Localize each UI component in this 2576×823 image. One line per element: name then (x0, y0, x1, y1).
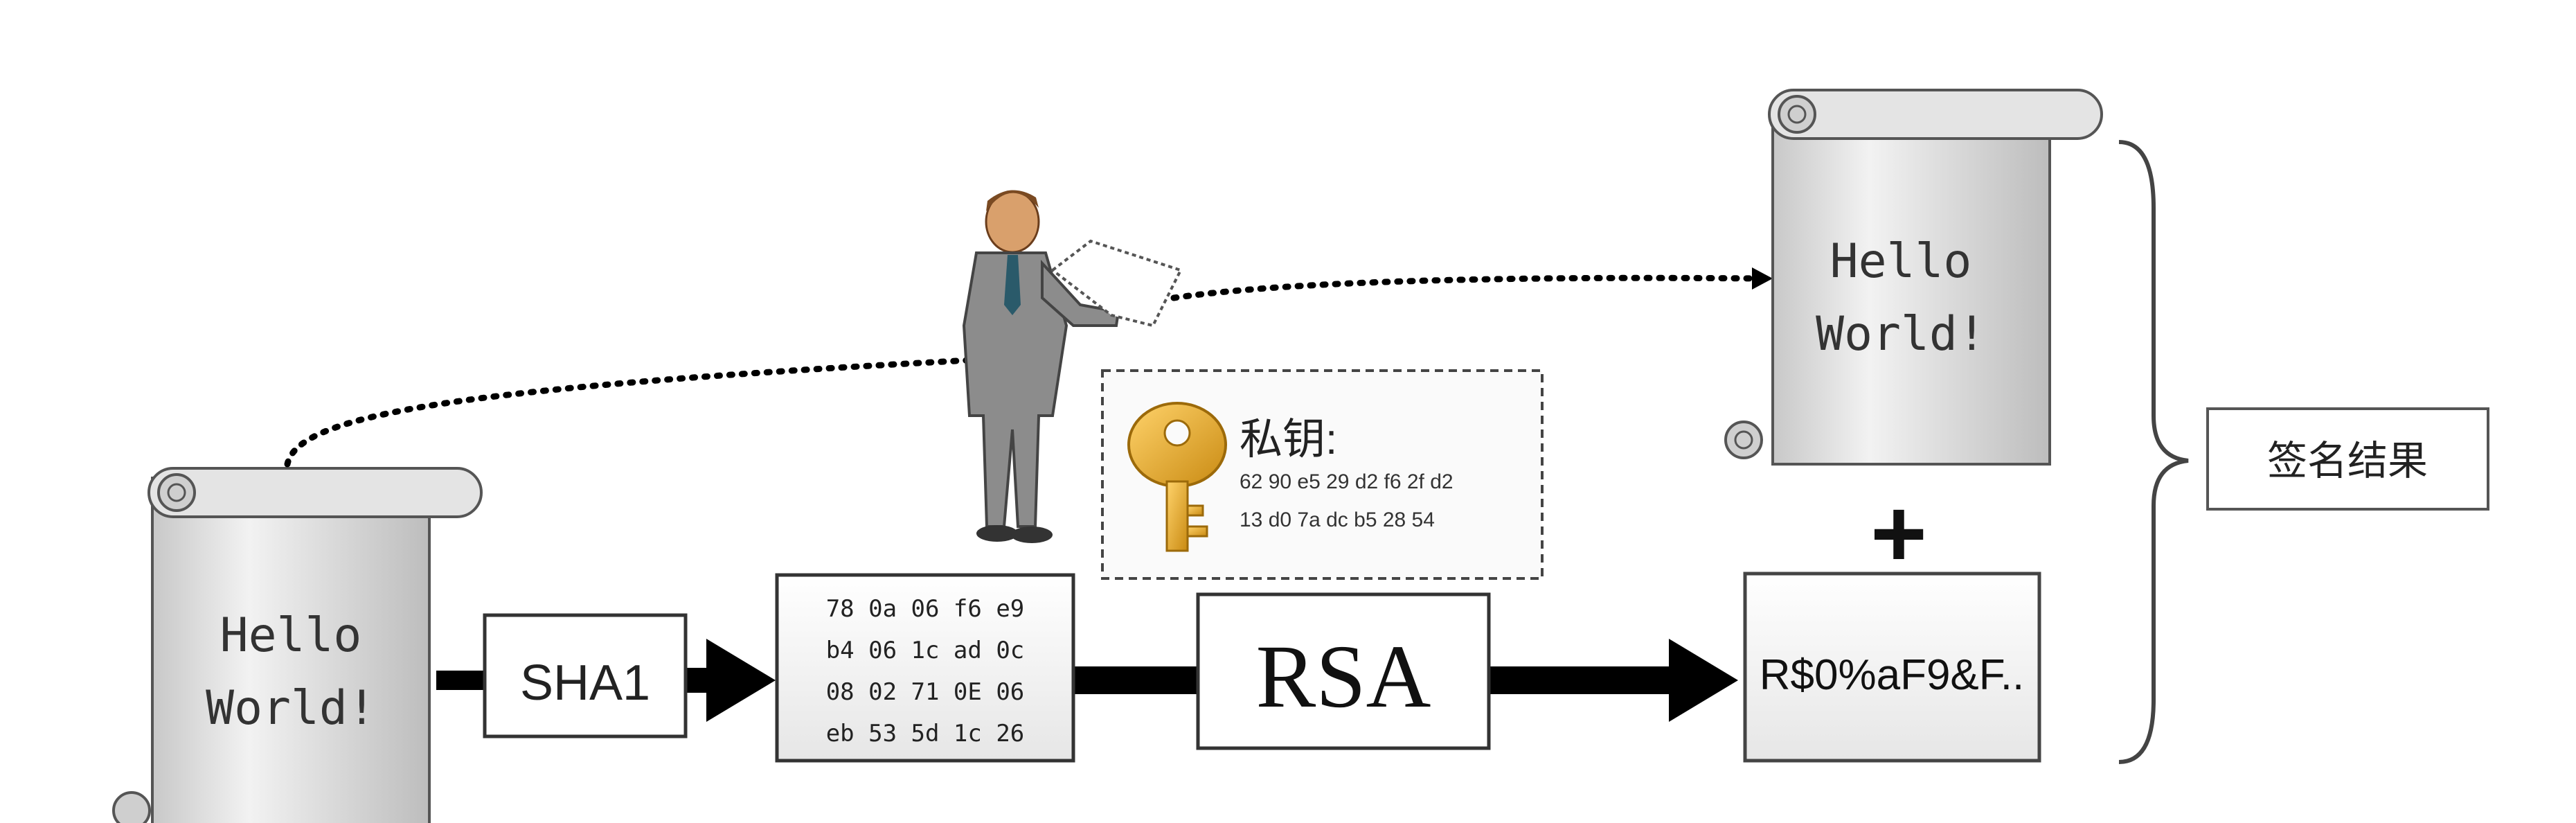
right-scroll-line1: Hello (1830, 234, 1972, 289)
private-key-box: 私钥: 62 90 e5 29 d2 f6 2f d2 13 d0 7a dc … (1101, 369, 1544, 580)
digest-row: eb 53 5d 1c 26 (826, 720, 1025, 747)
sha1-box: SHA1 (483, 613, 688, 738)
left-scroll-line2: World! (206, 681, 376, 736)
digest-box: 78 0a 06 f6 e9 b4 06 1c ad 0c 08 02 71 0… (775, 573, 1075, 763)
result-label-box: 签名结果 (2206, 407, 2489, 511)
person-icon (962, 190, 1120, 543)
flow-arrows (436, 639, 1738, 722)
document-icon (1050, 239, 1183, 328)
plus-sign: + (1870, 479, 1927, 587)
key-icon (1127, 402, 1227, 552)
private-key-line1: 62 90 e5 29 d2 f6 2f d2 (1240, 470, 1454, 493)
sha1-label: SHA1 (520, 655, 650, 711)
right-scroll-line2: World! (1816, 307, 1986, 362)
rsa-label: RSA (1256, 627, 1431, 727)
result-label: 签名结果 (2267, 439, 2428, 484)
result-brace (2118, 140, 2189, 764)
right-document-scroll: Hello World! (1724, 89, 2103, 466)
dotted-link-left (284, 357, 973, 468)
digest-row: 08 02 71 0E 06 (826, 678, 1025, 706)
private-key-title: 私钥: (1240, 416, 1337, 463)
dotted-link-right (1170, 274, 1762, 301)
rsa-box: RSA (1196, 592, 1491, 750)
digest-row: 78 0a 06 f6 e9 (826, 595, 1025, 623)
left-document-scroll: Hello World! (112, 467, 483, 823)
digest-row: b4 06 1c ad 0c (826, 637, 1025, 664)
private-key-line2: 13 d0 7a dc b5 28 54 (1240, 508, 1435, 531)
signature-box: R$0%aF9&F.. (1743, 572, 2041, 763)
left-scroll-line1: Hello (220, 608, 362, 663)
signature-text: R$0%aF9&F.. (1760, 651, 2025, 699)
